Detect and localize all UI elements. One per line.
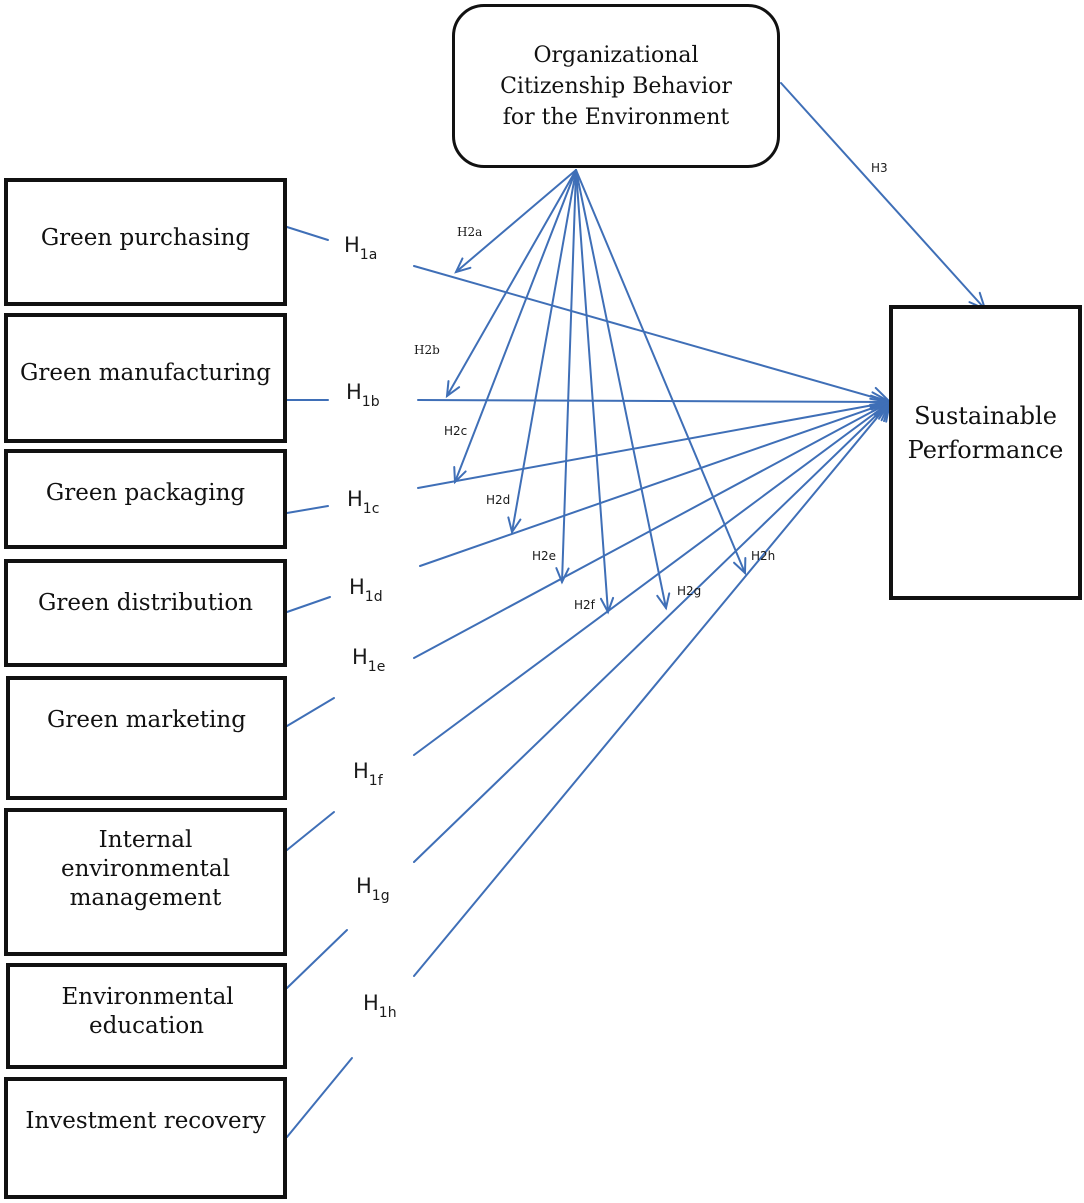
h1-label-1c: H1c bbox=[347, 487, 379, 517]
node-green-marketing: Green marketing bbox=[6, 676, 287, 800]
h1-stub-4 bbox=[286, 697, 335, 727]
h1-label-1g: H1g bbox=[356, 874, 390, 904]
h2-arrow-5 bbox=[575, 169, 609, 613]
h1-label-1h: H1h bbox=[363, 991, 397, 1021]
ocbe-node: Organizational Citizenship Behavior for … bbox=[452, 4, 780, 168]
sustainable-performance-node: Sustainable Performance bbox=[889, 305, 1082, 600]
h1-label-1f: H1f bbox=[353, 759, 384, 789]
h2-label-2: H2c bbox=[444, 424, 467, 438]
h2-arrow-1 bbox=[446, 169, 577, 397]
h2-label-7: H2h bbox=[751, 549, 775, 563]
h1-arrow-0 bbox=[413, 265, 891, 403]
node-label: Environmental education bbox=[61, 984, 234, 1039]
h1-arrow-2 bbox=[417, 401, 891, 489]
h2-label-4: H2e bbox=[532, 549, 556, 563]
h2-arrow-5-head bbox=[599, 596, 615, 615]
h2-arrow-4-head bbox=[555, 567, 570, 585]
h2-arrow-7 bbox=[575, 169, 746, 574]
h2-arrow-6-head bbox=[656, 592, 671, 611]
ocbe-label: Organizational Citizenship Behavior for … bbox=[500, 42, 732, 130]
node-internal-environmental-management: Internal environmental management bbox=[4, 808, 287, 956]
h1-label-1d: H1d bbox=[349, 575, 383, 605]
h3-arrow bbox=[780, 82, 986, 310]
h2-label-1: H2b bbox=[414, 343, 440, 357]
h2-arrow-2 bbox=[454, 169, 577, 483]
h2-label-3: H2d bbox=[486, 493, 510, 507]
h2-label-6: H2g bbox=[677, 584, 701, 598]
node-green-manufacturing: Green manufacturing bbox=[4, 313, 287, 443]
h1-label-1a: H1a bbox=[344, 233, 377, 263]
h2-arrow-0-head bbox=[454, 257, 472, 274]
h2-arrow-3-head bbox=[507, 516, 522, 535]
sustainable-performance-label: Sustainable Performance bbox=[907, 401, 1064, 464]
h1-label-1b: H1b bbox=[346, 380, 380, 410]
node-label: Green distribution bbox=[38, 590, 253, 616]
h1-stub-7 bbox=[286, 1057, 353, 1138]
node-green-packaging: Green packaging bbox=[4, 449, 287, 549]
node-label: Green marketing bbox=[47, 707, 246, 733]
h1-arrow-3 bbox=[419, 401, 891, 567]
h1-arrow-7 bbox=[413, 401, 891, 977]
h1-label-1e: H1e bbox=[352, 645, 385, 675]
h2-arrow-0 bbox=[455, 169, 577, 273]
h2-arrow-1-head bbox=[445, 380, 461, 399]
node-label: Internal environmental management bbox=[61, 827, 230, 911]
node-green-distribution: Green distribution bbox=[4, 559, 287, 667]
h1-stub-5 bbox=[286, 811, 335, 851]
h2-arrow-7-head bbox=[733, 557, 747, 576]
h2-label-5: H2f bbox=[574, 598, 596, 612]
node-environmental-education: Environmental education bbox=[6, 963, 287, 1069]
h2-arrow-3 bbox=[511, 169, 577, 533]
node-label: Investment recovery bbox=[25, 1108, 266, 1134]
h1-stub-2 bbox=[286, 505, 329, 514]
h2-label-0: H2a bbox=[457, 225, 482, 239]
h3-label: H3 bbox=[871, 161, 888, 175]
h1-arrow-6 bbox=[413, 401, 891, 863]
h2-arrow-4 bbox=[561, 169, 577, 583]
node-green-purchasing: Green purchasing bbox=[4, 178, 287, 306]
node-label: Green purchasing bbox=[40, 225, 251, 251]
node-label: Green manufacturing bbox=[20, 360, 271, 386]
h1-arrow-1 bbox=[417, 399, 891, 403]
node-label: Green packaging bbox=[45, 480, 246, 506]
h1-stub-0 bbox=[286, 226, 329, 241]
h1-arrow-4 bbox=[413, 401, 891, 659]
h2-arrow-6 bbox=[575, 169, 667, 609]
h1-stub-6 bbox=[286, 929, 348, 989]
h1-stub-3 bbox=[286, 596, 331, 613]
h2-arrow-2-head bbox=[453, 466, 467, 485]
node-investment-recovery: Investment recovery bbox=[4, 1077, 287, 1199]
h1-arrow-5 bbox=[413, 401, 891, 756]
